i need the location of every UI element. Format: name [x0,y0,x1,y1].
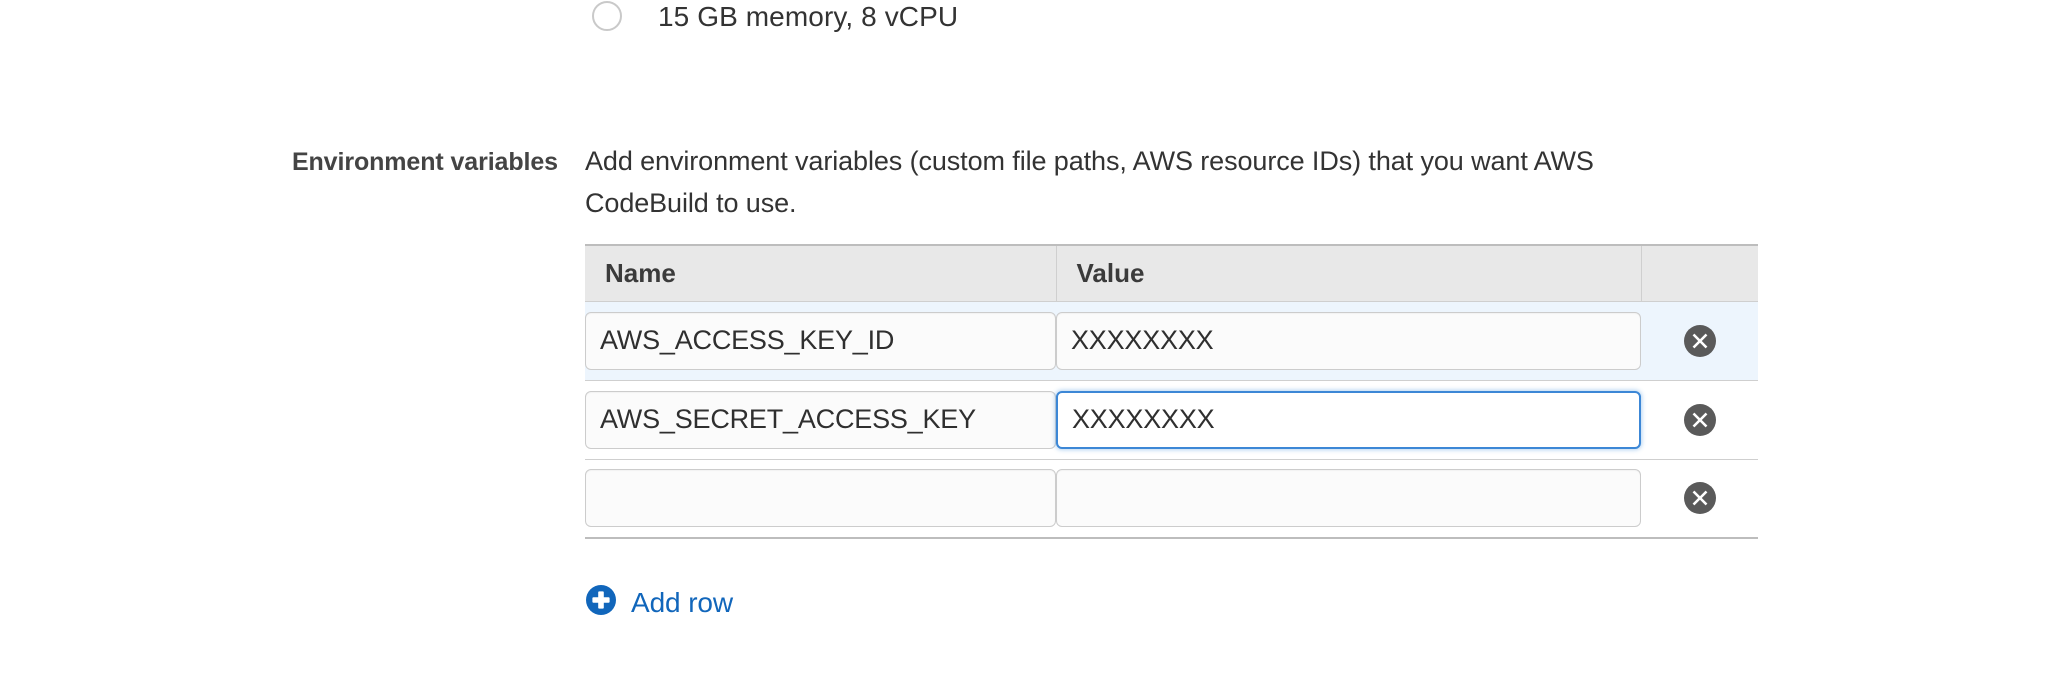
cell-value [1056,301,1641,381]
cell-actions [1641,301,1758,381]
radio-unchecked-icon[interactable] [592,1,622,31]
env-var-value-input[interactable] [1056,311,1641,370]
environment-variables-label: Environment variables [291,148,558,176]
table-header: Name Value [585,244,1758,302]
delete-circle-x-icon[interactable] [1682,480,1718,516]
table-row [585,380,1758,460]
table-header-row: Name Value [585,244,1758,302]
column-header-value: Value [1056,244,1642,302]
column-header-actions [1641,244,1758,302]
cell-actions [1641,380,1758,460]
cell-name [585,380,1056,460]
env-var-value-input[interactable] [1056,390,1641,449]
env-var-name-input[interactable] [585,390,1056,449]
environment-variables-description: Add environment variables (custom file p… [585,146,1594,218]
table-row [585,301,1758,381]
add-row-label: Add row [631,586,734,618]
cell-value [1056,380,1641,460]
add-row-button[interactable]: Add row [585,584,733,621]
table-body [585,301,1758,539]
env-var-name-input[interactable] [585,469,1056,528]
delete-circle-x-icon[interactable] [1682,323,1718,359]
delete-circle-x-icon[interactable] [1682,402,1718,438]
cell-actions [1641,459,1758,539]
env-var-name-input[interactable] [585,311,1056,370]
cell-name [585,301,1056,381]
plus-circle-icon [585,584,617,621]
table-row [585,459,1758,539]
environment-variables-table: Name Value [585,244,1758,539]
column-header-name: Name [585,244,1057,302]
cell-name [585,459,1056,539]
cell-value [1056,459,1641,539]
compute-option-row[interactable]: 15 GB memory, 8 vCPU [0,0,2064,48]
compute-option-label: 15 GB memory, 8 vCPU [658,1,959,32]
env-var-value-input[interactable] [1056,469,1641,528]
